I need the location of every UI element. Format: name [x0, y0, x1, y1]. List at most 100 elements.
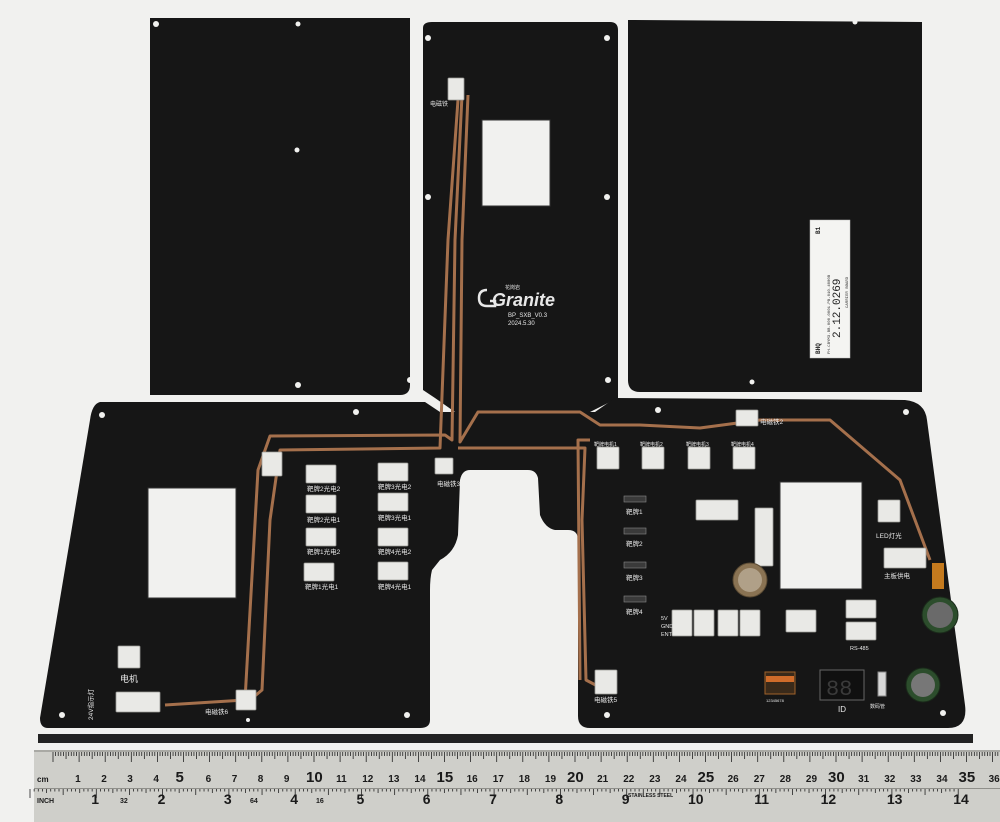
connector-target2-light1 [305, 494, 337, 514]
window-right [779, 481, 863, 590]
inch-number: 4 [290, 791, 298, 807]
connector-k2 [693, 609, 715, 637]
inch-number: 5 [357, 791, 365, 807]
label-ent: ENT [661, 632, 673, 638]
connector-target4-light2 [377, 527, 409, 547]
cm-number: 28 [780, 774, 792, 785]
connector-target1-light2 [305, 527, 337, 547]
label-target-motor-2: 靶牌电机2 [640, 441, 663, 448]
dip-switch [764, 671, 796, 695]
ruler-inch-label: INCH [37, 798, 54, 805]
label-target-2: 靶牌2 [626, 539, 643, 548]
connector-rs485-a [845, 599, 877, 619]
cm-number: 11 [336, 774, 347, 785]
connector-k4 [739, 609, 761, 637]
label-target-4: 靶牌4 [626, 607, 643, 616]
cm-number: 31 [858, 774, 870, 785]
connector-magnet-5 [594, 669, 618, 695]
label-gnd: GND [661, 624, 673, 630]
sticker-code: 2.12.0269 [832, 279, 844, 338]
granite-logo: Granite 花岗岩 BP_SXB_V0.3 2024.5.30 [477, 284, 555, 327]
cm-number: 3 [127, 774, 133, 785]
board-strip-top-middle [423, 22, 618, 412]
connector-target4-light1 [377, 561, 409, 581]
connector-left-1 [261, 451, 283, 477]
cm-number: 19 [545, 774, 557, 785]
inch-number: 13 [887, 791, 903, 807]
cm-number: 16 [467, 774, 479, 785]
board-panel-top-left [150, 18, 410, 395]
label-rs485: RS-485 [850, 646, 869, 652]
cm-number: 4 [153, 774, 159, 785]
connector-24v [115, 691, 161, 713]
inch-number: 10 [688, 791, 704, 807]
label-main-power: 主板供电 [884, 571, 911, 580]
board-panel-bottom [40, 398, 966, 728]
connector-magnet-6 [235, 689, 257, 711]
label-digital-tube: 数码管 [870, 703, 885, 710]
ruler-ticks [29, 752, 999, 798]
inch-fraction: 64 [250, 798, 258, 805]
inch-number: 8 [555, 791, 563, 807]
cm-number: 29 [806, 774, 818, 785]
label-target4-light2: 靶牌4光电2 [378, 547, 412, 556]
cm-number: 25 [698, 769, 715, 786]
cm-number: 8 [258, 774, 264, 785]
label-magnet-3: 电磁铁3 [437, 479, 461, 488]
cm-number: 33 [910, 774, 922, 785]
sticker-corner: B1 [815, 226, 822, 234]
connector-k3 [717, 609, 739, 637]
coin-battery [732, 562, 768, 598]
label-target-motor-4: 靶牌电机4 [731, 441, 754, 448]
connector-target-motor-4 [732, 446, 756, 470]
label-magnet-2: 电磁铁2 [760, 417, 784, 426]
cm-number: 32 [884, 774, 896, 785]
connector-target-motor-2 [641, 446, 665, 470]
inch-number: 12 [821, 791, 837, 807]
connector-magnet-3 [434, 457, 454, 475]
cm-number: 21 [597, 774, 609, 785]
inch-number: 11 [754, 791, 769, 807]
silkscreen-labels: 电磁铁 电磁铁2 电磁铁3 电磁铁5 电磁铁6 电机 24V指示灯 靶牌2光电2… [86, 100, 911, 720]
label-target1-light2: 靶牌1光电2 [307, 547, 341, 556]
inch-number: 1 [91, 791, 99, 807]
connector-target3-light1 [377, 492, 409, 512]
connectors [115, 77, 927, 713]
sticker-brand: BHQ [815, 343, 822, 354]
capacitor-1 [921, 563, 959, 634]
inch-fraction: 16 [316, 798, 324, 805]
ruler-steel-text: STAINLESS STEEL [628, 793, 673, 799]
inch-number: 6 [423, 791, 431, 807]
connector-target-motor-1 [596, 446, 620, 470]
cm-number: 7 [232, 774, 238, 785]
window-top [481, 119, 551, 207]
label-target3-light2: 靶牌3光电2 [378, 482, 412, 491]
cm-number: 26 [728, 774, 740, 785]
cm-number: 34 [936, 774, 948, 785]
cm-number: 24 [675, 774, 687, 785]
cm-number: 1 [75, 774, 81, 785]
inch-number: 3 [224, 791, 232, 807]
connector-k1 [671, 609, 693, 637]
cm-number: 14 [414, 774, 426, 785]
connector-motor [117, 645, 141, 669]
cm-number: 27 [754, 774, 766, 785]
fpc-slots [623, 495, 647, 603]
label-target2-light1: 靶牌2光电1 [307, 515, 341, 524]
connector-magnet-2 [735, 409, 759, 427]
label-target2-light2: 靶牌2光电2 [307, 484, 341, 493]
cm-number: 2 [101, 774, 107, 785]
inch-number: 9 [622, 791, 630, 807]
label-target-1: 靶牌1 [626, 507, 643, 516]
cm-number: 36 [989, 774, 1000, 785]
label-magnet-5: 电磁铁5 [594, 695, 618, 704]
copper-traces [164, 94, 932, 707]
board-date: 2024.5.30 [508, 321, 535, 327]
inch-number: 7 [489, 791, 497, 807]
cm-number: 18 [519, 774, 531, 785]
cm-number: 9 [284, 774, 290, 785]
